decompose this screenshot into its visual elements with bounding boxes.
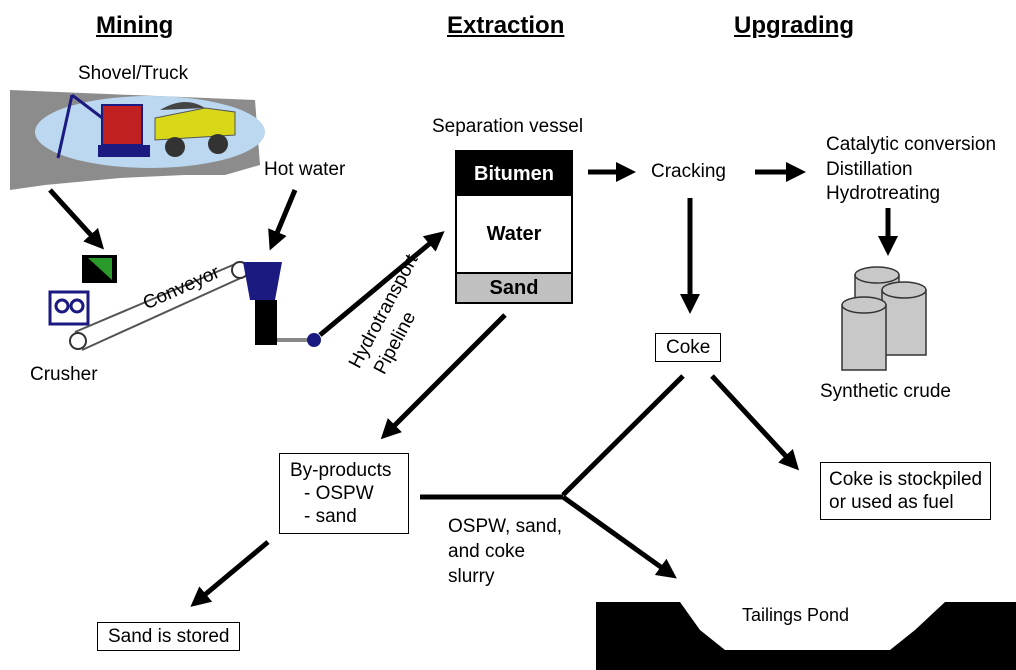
box-byproducts-sand: - sand bbox=[304, 506, 357, 527]
conveyor-illustration bbox=[69, 261, 249, 351]
synthetic-crude-drums bbox=[841, 266, 927, 371]
crusher-illustration bbox=[48, 255, 117, 326]
line-coke-to-junction bbox=[561, 374, 685, 497]
mining-scene-illustration bbox=[10, 90, 265, 190]
vessel-bitumen-layer: Bitumen bbox=[457, 152, 571, 196]
box-coke-fate: Coke is stockpiled or used as fuel bbox=[820, 462, 992, 520]
arrow-hotwater-to-tank bbox=[268, 189, 298, 251]
label-slurry-2: and coke bbox=[448, 541, 526, 562]
box-sand-stored: Sand is stored bbox=[97, 622, 241, 651]
arrow-junction-to-pond bbox=[561, 494, 677, 579]
vessel-water-layer: Water bbox=[457, 196, 571, 274]
label-shovel-truck: Shovel/Truck bbox=[78, 63, 189, 84]
box-byproducts-title: By-products bbox=[290, 460, 392, 481]
mixing-tank-illustration bbox=[243, 262, 321, 347]
separation-vessel: Bitumen Water Sand bbox=[455, 150, 573, 304]
box-coke-label: Coke bbox=[666, 337, 711, 358]
vessel-sand-layer: Sand bbox=[457, 274, 571, 302]
label-slurry-1: OSPW, sand, bbox=[448, 516, 563, 537]
label-tailings-pond: Tailings Pond bbox=[742, 605, 850, 625]
arrow-byproducts-to-sand-stored bbox=[190, 540, 270, 607]
arrow-vessel-to-byproducts bbox=[380, 313, 507, 440]
box-coke-fate-line-1: Coke is stockpiled bbox=[829, 469, 983, 490]
arrow-coke-to-fate bbox=[710, 374, 800, 471]
header-upgrading: Upgrading bbox=[734, 12, 854, 39]
label-distillation: Distillation bbox=[826, 159, 913, 180]
box-byproducts: By-products - OSPW - sand bbox=[279, 453, 409, 534]
label-hydrotreating: Hydrotreating bbox=[826, 183, 941, 204]
tailings-pond-illustration bbox=[596, 602, 1016, 670]
box-coke-fate-line-2: or used as fuel bbox=[829, 492, 954, 513]
header-extraction: Extraction bbox=[447, 12, 565, 39]
box-sand-stored-label: Sand is stored bbox=[108, 626, 230, 647]
box-coke: Coke bbox=[655, 333, 722, 362]
label-catalytic-conversion: Catalytic conversion bbox=[826, 134, 997, 155]
arrow-pipeline-to-vessel bbox=[318, 231, 445, 337]
label-synthetic-crude: Synthetic crude bbox=[820, 381, 951, 402]
box-byproducts-ospw: - OSPW bbox=[304, 483, 374, 504]
label-hot-water: Hot water bbox=[264, 159, 346, 180]
label-separation-vessel: Separation vessel bbox=[432, 116, 584, 137]
arrow-shovel-to-crusher bbox=[48, 188, 105, 250]
header-mining: Mining bbox=[96, 12, 174, 39]
label-crusher: Crusher bbox=[30, 364, 98, 385]
label-slurry-3: slurry bbox=[448, 566, 495, 587]
label-cracking: Cracking bbox=[651, 161, 726, 182]
